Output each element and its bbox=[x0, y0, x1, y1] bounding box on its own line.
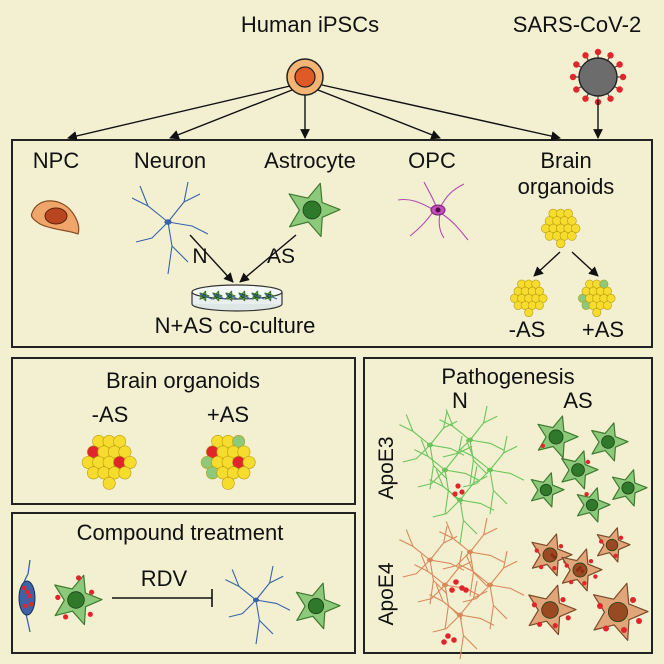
infected-neuron-icon bbox=[18, 559, 36, 633]
apoe3-astrocyte-icon bbox=[530, 415, 648, 523]
organoid-plus-as-icon bbox=[578, 279, 616, 318]
differentiation-arrows bbox=[67, 84, 603, 141]
virus-icon bbox=[569, 48, 627, 106]
organoid-icon bbox=[541, 208, 581, 249]
arrow-neuron-to-coculture bbox=[189, 234, 234, 283]
arrow-to-neuron bbox=[169, 89, 293, 140]
organoids-label-line1: Brain bbox=[540, 148, 592, 173]
healthy-astrocyte-icon bbox=[295, 582, 341, 630]
pathogenesis-col-as: AS bbox=[563, 388, 593, 413]
panel-organoids-plus: +AS bbox=[206, 402, 250, 427]
organoids-panel-border bbox=[11, 357, 356, 505]
infected-organoid-plus-as-icon bbox=[200, 435, 256, 490]
pathogenesis-panel-border bbox=[363, 357, 653, 654]
opc-label: OPC bbox=[408, 148, 456, 173]
ipsc-label: Human iPSCs bbox=[240, 12, 380, 37]
treatment-panel-border bbox=[11, 512, 356, 654]
astrocyte-label: Astrocyte bbox=[264, 148, 356, 173]
pathogenesis-row-e3: ApoE3 bbox=[375, 436, 398, 500]
astro-arrow-label: AS bbox=[266, 245, 296, 268]
pathogenesis-row-e4: ApoE4 bbox=[375, 562, 398, 626]
neuron-label: Neuron bbox=[133, 148, 207, 173]
panel-pathogenesis-title: Pathogenesis bbox=[441, 364, 575, 389]
astrocyte-cell-icon bbox=[288, 182, 341, 238]
healthy-neuron-icon bbox=[225, 565, 291, 645]
opc-cell-icon bbox=[397, 181, 469, 241]
npc-cell-icon bbox=[30, 200, 80, 235]
coculture-label: N+AS co-culture bbox=[154, 313, 316, 338]
organoid-minus-as-icon bbox=[510, 279, 548, 318]
organoid-minus-label: -AS bbox=[508, 317, 546, 342]
virus-label: SARS-CoV-2 bbox=[512, 12, 642, 37]
panel-treatment-title: Compound treatment bbox=[76, 520, 284, 545]
arrow-to-minus-as bbox=[533, 251, 561, 277]
neuron-arrow-label: N bbox=[192, 245, 208, 268]
arrow-to-plus-as bbox=[571, 251, 599, 277]
arrow-to-opc bbox=[317, 89, 441, 140]
arrow-to-npc bbox=[67, 85, 291, 141]
organoids-label-line2: organoids bbox=[517, 174, 615, 199]
infected-astrocyte-icon bbox=[54, 574, 103, 626]
drug-label: RDV bbox=[140, 566, 188, 591]
arrow-to-organoids bbox=[321, 84, 561, 141]
arrow-astro-to-coculture bbox=[239, 234, 297, 283]
top-panel-border bbox=[11, 139, 653, 348]
organoid-plus-label: +AS bbox=[581, 317, 625, 342]
infected-organoid-minus-as-icon bbox=[81, 435, 137, 490]
coculture-dish-icon bbox=[191, 284, 283, 312]
ipsc-cell-icon bbox=[286, 58, 324, 96]
pathogenesis-col-n: N bbox=[452, 388, 468, 413]
npc-label: NPC bbox=[32, 148, 80, 173]
inhibition-arrow bbox=[112, 589, 213, 607]
apoe4-neuron-icon bbox=[399, 517, 525, 660]
apoe4-astrocyte-icon bbox=[528, 527, 649, 641]
apoe3-neuron-icon bbox=[399, 405, 525, 545]
neuron-cell-icon bbox=[131, 181, 209, 275]
panel-organoids-title: Brain organoids bbox=[105, 368, 261, 393]
panel-organoids-minus: -AS bbox=[91, 402, 129, 427]
